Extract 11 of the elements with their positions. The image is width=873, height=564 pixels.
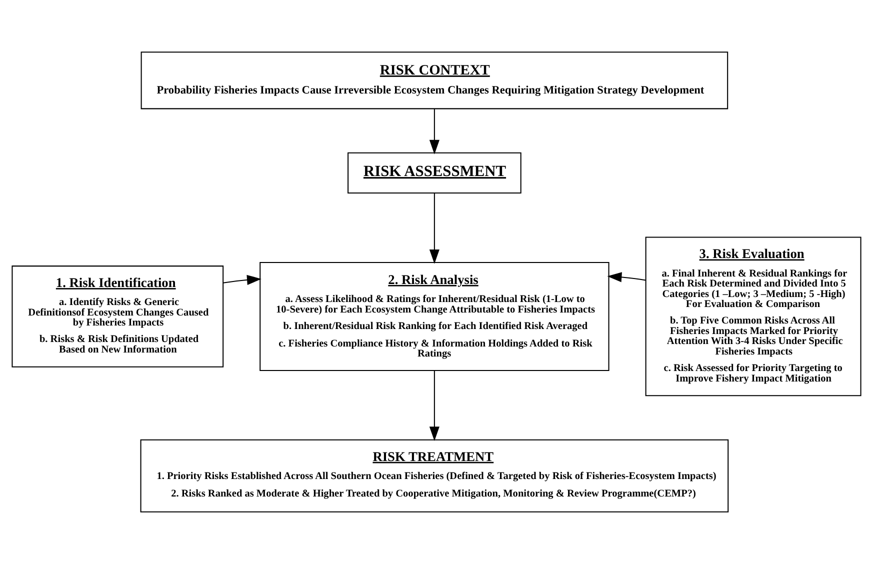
node-box: 3. Risk Evaluation a. Final Inherent & Residual Rankings for Each Risk Determined and Divided Into 5 Categories (1 –Low; 3 –Medium; 5 -High) For Evaluation & Comparison b. Top Five Common Risks Across All Fisheries Impacts Marked for Priority Attention With 3-4 Risks Under Specific Fisheries Impacts c. Risk Assessed for Priority Targeting to Improve Fishery Impact Mitigation [645,236,862,396]
arrow [429,370,440,442]
node-box: 1. Risk Identification a. Identify Risks & Generic Definitionsof Ecosystem Changes Caused by Fisheries Impacts b. Risks & Risk Definitions Updated Based on New Information [12,266,224,368]
node-box: RISK TREATMENT 1. Priority Risks Established Across All Southern Ocean Fisheries (Defined & Targeted by Risk of Fisheries-Ecosystem Impacts) 2. Risks Ranked as Moderate & Higher Treated by Cooperative Mitigation, Monitoring & Review Programme(CEMP?) [140,439,729,512]
arrow [429,193,440,264]
arrow [223,274,262,285]
node-box: RISK ASSESSMENT [348,152,522,194]
arrow [607,272,646,282]
arrow [429,109,440,154]
node-box: 2. Risk Analysis a. Assess Likelihood & Ratings for Inherent/Residual Risk (1-Low to 10-Severe) for Each Ecosystem Change Attributable to Fisheries Impacts b. Inherent/Residual Risk Ranking for Each Identified Risk Averaged c. Fisheries Compliance History & Information Holdings Added to Risk Ratings [260,262,610,371]
node-box: RISK CONTEXT Probability Fisheries Impacts Cause Irreversible Ecosystem Changes Requiring Mitigation Strategy Development [140,52,728,110]
